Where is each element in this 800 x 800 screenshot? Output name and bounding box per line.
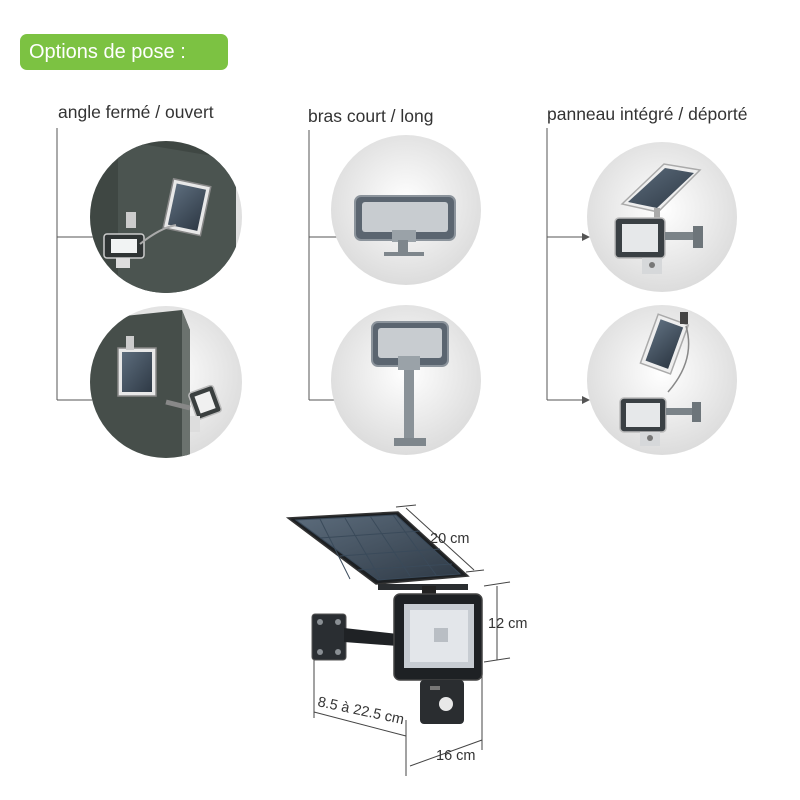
product-wall-plate	[311, 613, 347, 661]
dimension-lines	[313, 504, 511, 776]
arrow-col3-top	[582, 233, 590, 241]
dimension-head-width: 16 cm	[436, 748, 476, 764]
thumbnail-closed-angle	[90, 141, 242, 293]
options-header-badge: Options de pose :	[20, 34, 228, 70]
arrow-col3-bottom	[582, 396, 590, 404]
thumbnail-open-angle	[90, 306, 242, 458]
dimension-arm-length: 8.5 à 22.5 cm	[316, 694, 405, 728]
column-title-arm: bras court / long	[308, 106, 434, 126]
dimension-head-height: 12 cm	[488, 616, 528, 632]
column-title-angle: angle fermé / ouvert	[58, 102, 214, 122]
product-arm	[344, 628, 398, 646]
thumbnail-short-arm	[331, 135, 481, 285]
dimension-panel-width: 20 cm	[430, 531, 470, 547]
thumbnail-long-arm	[331, 305, 481, 455]
bracket-lines-col1	[56, 128, 96, 401]
product-illustration	[285, 511, 483, 724]
thumbnail-remote-panel	[587, 305, 737, 455]
bracket-lines-col3	[546, 128, 582, 401]
thumbnail-integrated-panel	[587, 142, 737, 292]
column-title-panel: panneau intégré / déporté	[547, 104, 748, 124]
